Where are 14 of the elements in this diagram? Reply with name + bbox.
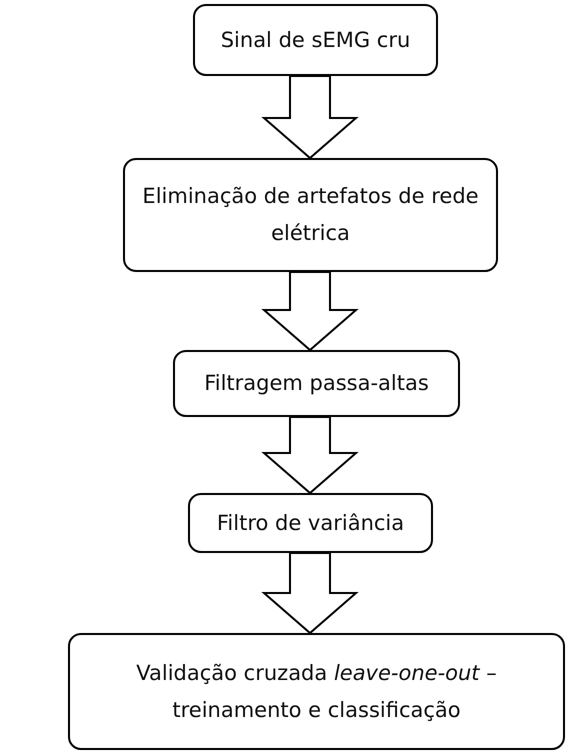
- step-text: Eliminação de artefatos de rede elétrica: [141, 183, 480, 247]
- block-arrow: [261, 75, 359, 160]
- process-box: [173, 350, 460, 417]
- block-arrow: [261, 416, 359, 494]
- process-box: [123, 158, 498, 272]
- process-box: [193, 4, 438, 76]
- step-text: Sinal de sEMG cru: [220, 26, 410, 54]
- process-box: [68, 633, 565, 750]
- block-arrow: [261, 271, 359, 352]
- step-text: Validação cruzada leave-one-out – treinamento e classificação: [135, 660, 498, 724]
- step-text: Filtro de variância: [216, 510, 404, 537]
- block-arrow: [261, 552, 359, 634]
- process-box: [188, 493, 433, 553]
- step-text: Filtragem passa-altas: [204, 370, 429, 398]
